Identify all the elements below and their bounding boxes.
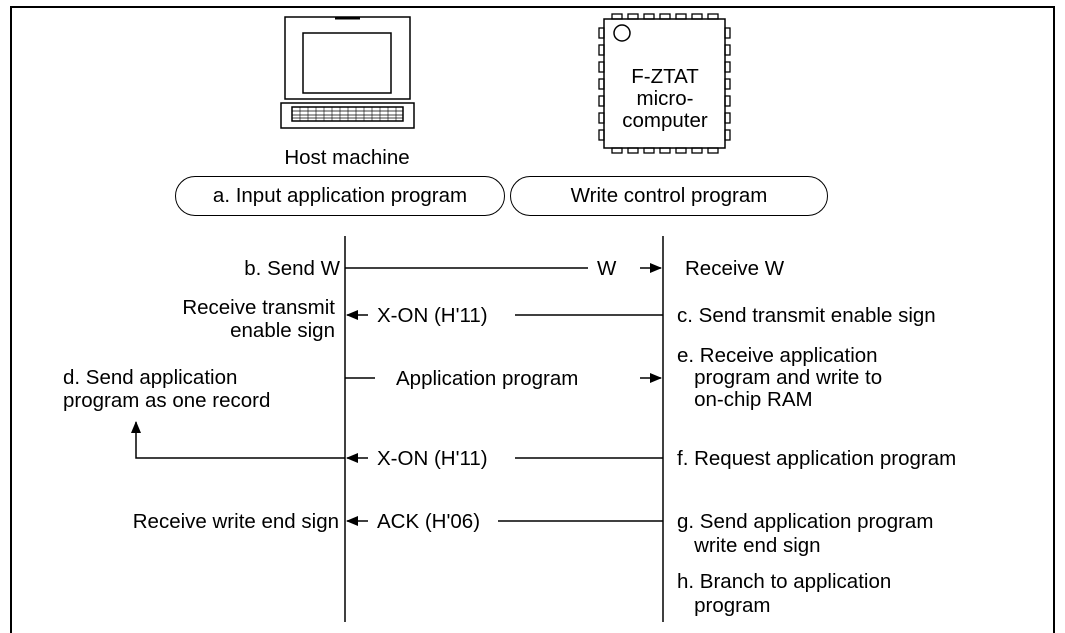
chip-step-receive-w: Receive W: [685, 257, 785, 280]
host-step-receive-enable: Receive transmit enable sign: [182, 296, 335, 342]
msg-ack-label: ACK (H'06): [377, 510, 481, 533]
msg-xon2-label: X-ON (H'11): [377, 447, 488, 470]
host-step-b: b. Send W: [244, 257, 340, 280]
msg-xon1-label: X-ON (H'11): [377, 304, 488, 327]
chip-step-c: c. Send transmit enable sign: [677, 304, 936, 327]
write-control-program-pill: Write control program: [510, 176, 828, 216]
write-control-program-label: Write control program: [570, 184, 768, 207]
chip-step-f: f. Request application program: [677, 447, 957, 470]
loop-back-arrow: [131, 421, 345, 459]
diagram-frame: [10, 6, 1055, 633]
host-step-receive-end: Receive write end sign: [132, 510, 339, 533]
input-app-program-pill: a. Input application program: [175, 176, 505, 216]
msg-app-label: Application program: [396, 367, 579, 390]
host-step-d: d. Send application program as one recor…: [63, 366, 271, 412]
laptop-icon: [280, 16, 415, 129]
input-app-program-label: a. Input application program: [212, 184, 468, 207]
host-caption: Host machine: [284, 146, 410, 169]
chip-icon: [598, 13, 731, 154]
msg-w-label: W: [597, 257, 617, 280]
chip-step-h: h. Branch to application program: [677, 570, 892, 617]
chip-label: F-ZTAT micro- computer: [622, 65, 708, 132]
chip-step-g: g. Send application program write end si…: [677, 510, 934, 557]
chip-step-e: e. Receive application program and write…: [677, 344, 883, 411]
